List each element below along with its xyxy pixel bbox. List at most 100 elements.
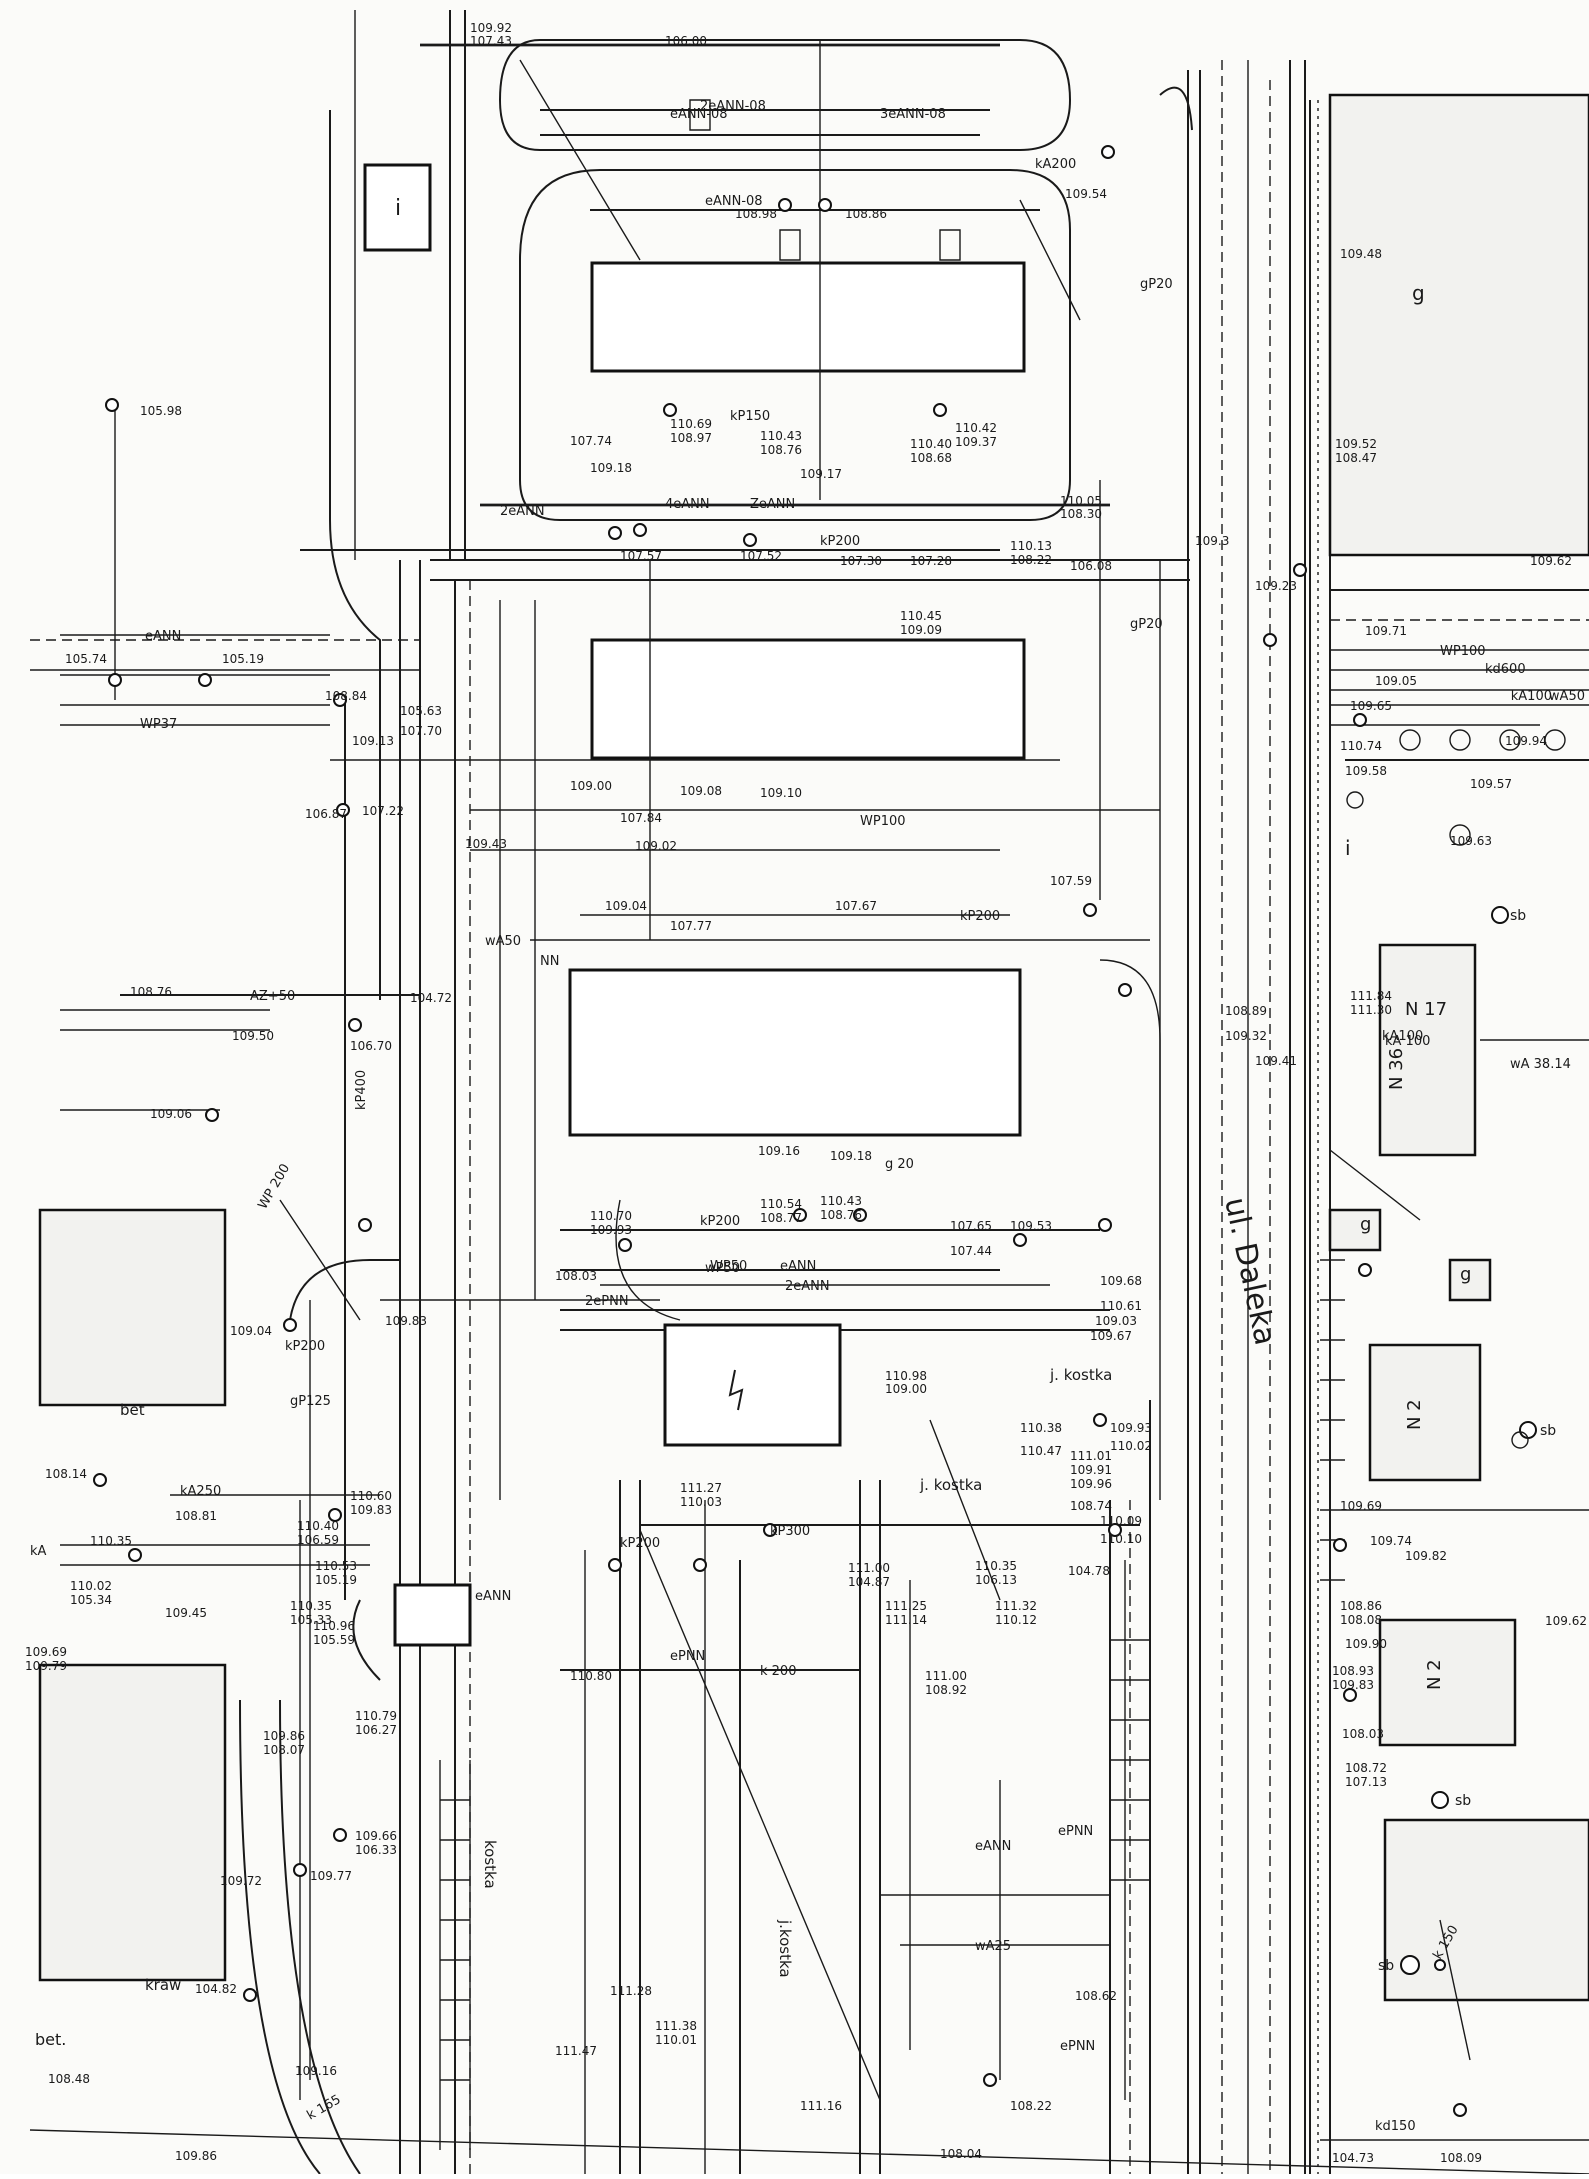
building-i-nw: [363, 163, 432, 252]
elevation-label: 107.70: [400, 724, 442, 738]
elevation-label: 109.48: [1340, 247, 1382, 261]
elevation-label: 109.72: [220, 1874, 262, 1888]
elevation-label: 109.69: [25, 1645, 67, 1659]
elevation-label: 109.71: [1365, 624, 1407, 638]
elevation-label: 109.94: [1505, 734, 1547, 748]
building-east-lower: [1383, 1818, 1589, 2002]
elevation-label: 109.67: [1090, 1329, 1132, 1343]
utility-line-label: eANN: [975, 1839, 1011, 1854]
utility-line-label: 2ePNN: [585, 1294, 629, 1309]
elevation-label: 108.92: [925, 1683, 967, 1697]
elevation-label: 106.13: [975, 1573, 1017, 1587]
elevation-label: 109.52: [1335, 437, 1377, 451]
note-kostka-4: j.kostka: [776, 1919, 794, 1978]
utility-line-label: 2eANN: [785, 1279, 830, 1294]
elevation-label: 109.62: [1545, 1614, 1587, 1628]
building-west-1: [38, 1208, 227, 1407]
elevation-label: 110.80: [570, 1669, 612, 1683]
elevation-label: 107.30: [840, 554, 882, 568]
note-sb-4: sb: [1378, 1958, 1394, 1974]
elevation-label: 109.3: [1195, 534, 1229, 548]
elevation-label: 107.22: [362, 804, 404, 818]
elevation-label: 106.70: [350, 1039, 392, 1053]
elevation-label: 108.22: [1010, 553, 1052, 567]
utility-line-label: kP200: [820, 534, 860, 549]
elevation-label: 109.45: [165, 1606, 207, 1620]
elevation-label: 109.83: [1332, 1678, 1374, 1692]
road-network: [29, 10, 1589, 2175]
elevation-label: 109.92: [470, 21, 512, 35]
transformer-building: [663, 1323, 842, 1447]
map-notes: j. kostka j. kostka kostka j.kostka bet …: [35, 908, 1556, 2049]
elevation-label: 105.19: [315, 1573, 357, 1587]
elevation-label: 108.97: [670, 431, 712, 445]
elevation-label: 110.05: [1060, 494, 1102, 508]
elevation-label: 109.93: [1110, 1421, 1152, 1435]
survey-points: [93, 145, 1537, 2117]
elevation-label: 109.68: [1100, 1274, 1142, 1288]
label-n2-lower: N 2: [1424, 1659, 1445, 1690]
street-name-label: ul. Daleka: [1217, 1194, 1282, 1348]
elevation-label: 109.83: [385, 1314, 427, 1328]
elevation-label: 109.41: [1255, 1054, 1297, 1068]
elevation-label: 108.93: [1332, 1664, 1374, 1678]
elevation-label: 110.35: [290, 1599, 332, 1613]
elevation-label: 111.38: [655, 2019, 697, 2033]
elevation-label: 108.03: [1342, 1727, 1384, 1741]
elevation-label: 108.89: [1225, 1004, 1267, 1018]
elevation-label: 108.08: [1340, 1613, 1382, 1627]
utility-line-label: g 20: [885, 1157, 914, 1172]
elevation-label: 105.63: [400, 704, 442, 718]
note-sb-1: sb: [1510, 908, 1526, 924]
elevation-label: 108.72: [1345, 1761, 1387, 1775]
utility-line-label: kP200: [620, 1536, 660, 1551]
elevation-label: 109.43: [465, 837, 507, 851]
building-block-3: [568, 968, 1022, 1137]
elevation-label: 108.86: [1340, 1599, 1382, 1613]
utility-line-label: kP400: [354, 1070, 369, 1110]
utility-line-label: 4eANN: [665, 497, 710, 512]
utility-line-label: kA: [30, 1544, 47, 1559]
elevation-label: 109.86: [263, 1729, 305, 1743]
elevation-label: 109.06: [150, 1107, 192, 1121]
utility-line-label: kP200: [285, 1339, 325, 1354]
elevation-label: 110.02: [1110, 1439, 1152, 1453]
elevation-label: 109.54: [1065, 187, 1107, 201]
small-building-h: [393, 1583, 472, 1647]
elevation-label: 108.77: [760, 1211, 802, 1225]
elevation-label: 105.33: [290, 1613, 332, 1627]
elevation-label: 107.65: [950, 1219, 992, 1233]
elevation-label: 108.68: [910, 451, 952, 465]
elevation-label: 110.96: [313, 1619, 355, 1633]
elevation-label: 108.84: [325, 689, 367, 703]
elevation-label: 109.08: [680, 784, 722, 798]
note-sb-2: sb: [1540, 1423, 1556, 1439]
utility-line-label: wA25: [975, 1939, 1011, 1954]
utility-line-label: gP125: [290, 1394, 331, 1409]
elevation-label: 109.50: [232, 1029, 274, 1043]
label-g-3: g: [1460, 1264, 1471, 1285]
elevation-label: 108.81: [175, 1509, 217, 1523]
utility-line-label: eANN-08: [670, 107, 728, 122]
utility-line-label: ePNN: [670, 1649, 705, 1664]
elevation-label: 110.45: [900, 609, 942, 623]
elevation-label: 109.00: [885, 1382, 927, 1396]
utility-lines: [60, 40, 1589, 2174]
elevation-label: 111.32: [995, 1599, 1037, 1613]
elevation-label: 110.98: [885, 1369, 927, 1383]
elevation-label: 106.08: [1070, 559, 1112, 573]
utility-line-label: 3eANN-08: [880, 107, 946, 122]
elevation-label: 109.77: [310, 1869, 352, 1883]
utility-line-label: WP50: [710, 1259, 747, 1274]
elevation-label: 111.28: [610, 1984, 652, 1998]
elevation-label: 110.40: [910, 437, 952, 451]
elevation-labels: 109.92 107.43 106.00 109.54 108.98 108.8…: [25, 21, 1587, 2165]
utility-line-label: eANN: [475, 1589, 511, 1604]
elevation-label: 111.25: [885, 1599, 927, 1613]
note-kostka-2: j. kostka: [919, 1476, 982, 1494]
elevation-label: 109.32: [1225, 1029, 1267, 1043]
utility-line-label: kd150: [1375, 2119, 1416, 2134]
label-i-2: i: [1345, 836, 1351, 860]
building-n2-upper: [1368, 1343, 1482, 1482]
